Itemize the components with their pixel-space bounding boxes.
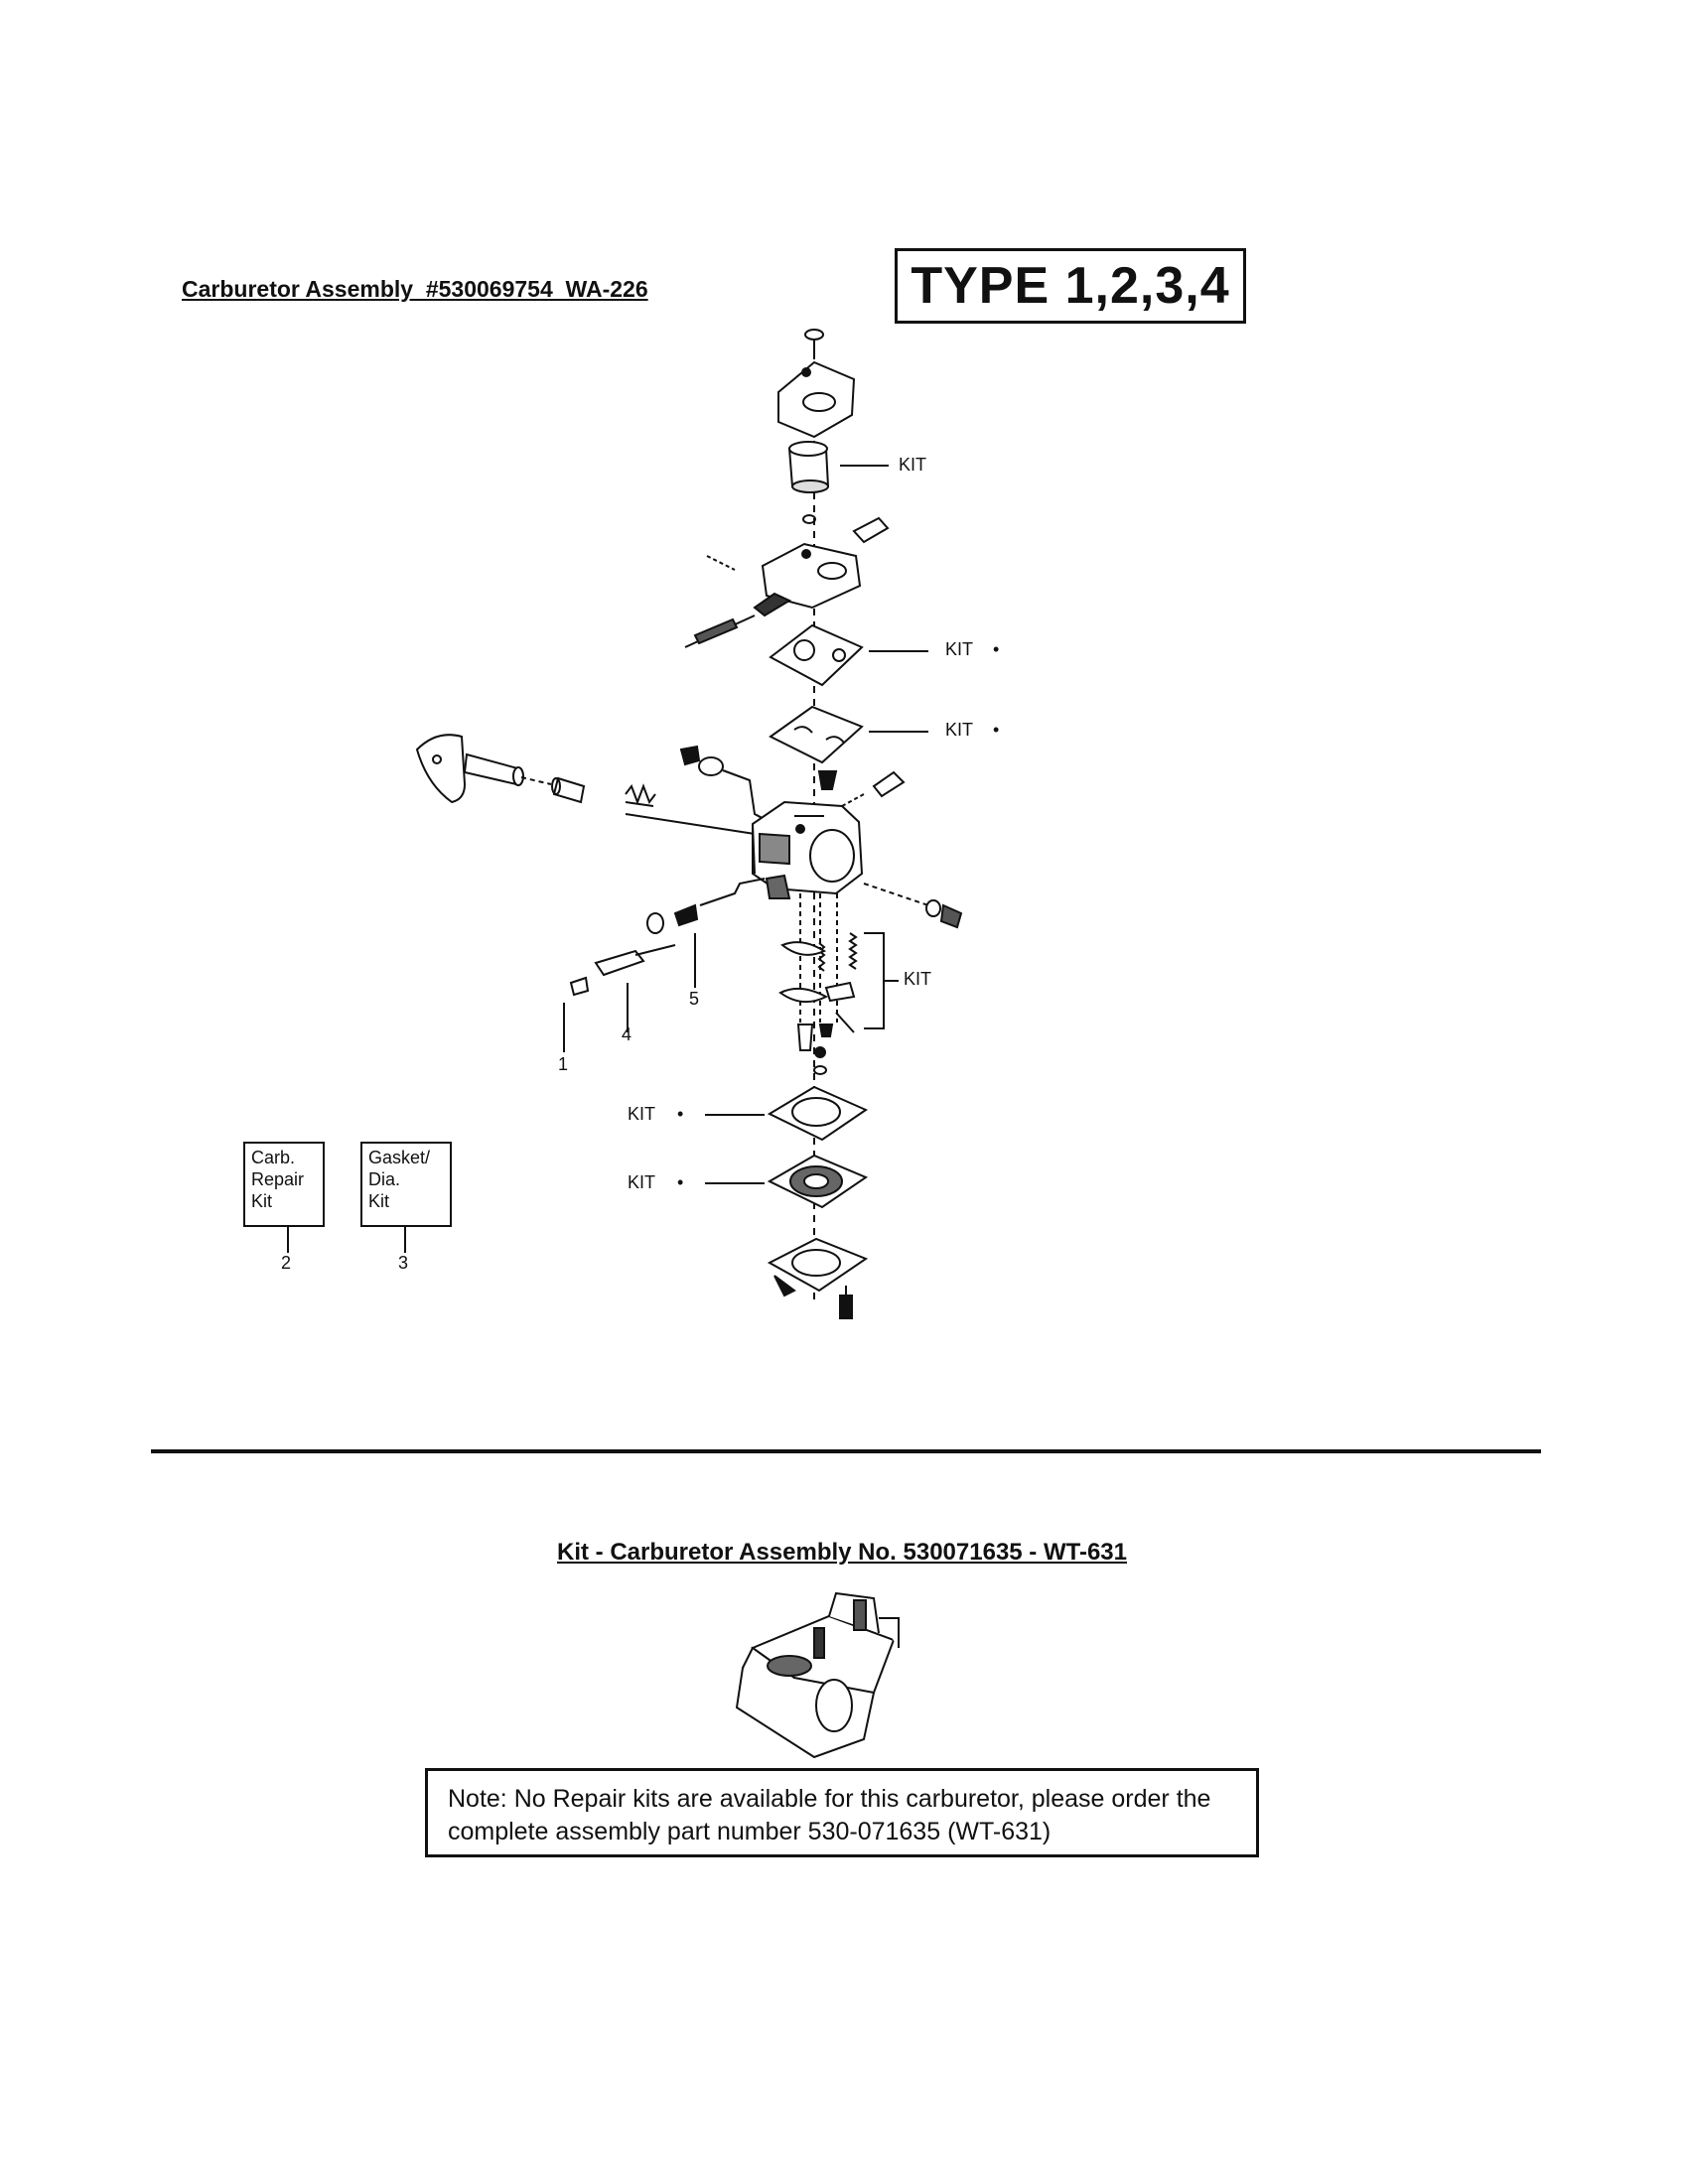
kit-bullet-3: • <box>993 720 1000 740</box>
metering-lever-part <box>778 941 856 1004</box>
part-number-4: 4 <box>622 1024 632 1044</box>
right-screw-part <box>863 883 963 929</box>
note-box: Note: No Repair kits are available for t… <box>425 1768 1259 1857</box>
kit-bullet-5: • <box>677 1104 684 1124</box>
part-number-3: 3 <box>398 1253 409 1273</box>
metering-gasket-part <box>767 1085 869 1142</box>
throttle-valve-part <box>698 756 724 776</box>
carb-repair-kit-line-1: Carb. <box>251 1148 296 1167</box>
bottom-cover-part <box>767 1237 869 1297</box>
idle-needle-part <box>594 944 676 977</box>
kit-assembly-title: Kit - Carburetor Assembly No. 530071635 … <box>557 1539 1127 1566</box>
kit-label-3: KIT <box>945 720 974 740</box>
throttle-spring-part <box>625 783 656 807</box>
throttle-bushing-part <box>551 776 586 804</box>
spring-part <box>673 903 699 927</box>
part-number-1: 1 <box>558 1054 569 1074</box>
pump-diaphragm-part <box>769 705 864 764</box>
note-line-1: Note: No Repair kits are available for t… <box>448 1785 1211 1813</box>
kit-label-4: KIT <box>904 969 932 989</box>
metering-diaphragm-part <box>767 1154 869 1209</box>
idle-screw-part <box>569 976 590 997</box>
bottom-screw-part <box>839 1286 853 1319</box>
lever-screw-part <box>796 1024 814 1051</box>
part-number-2: 2 <box>281 1253 292 1273</box>
kit-label-1: KIT <box>899 455 927 475</box>
throttle-lever-part <box>415 734 524 804</box>
top-cover-part <box>777 360 856 439</box>
fuel-cup-part <box>787 441 830 493</box>
needle-spring-parts <box>799 893 858 1023</box>
gasket-dia-kit-line-2: Dia. <box>368 1169 401 1189</box>
kit-label-2: KIT <box>945 639 974 659</box>
carb-repair-kit-line-3: Kit <box>251 1191 273 1211</box>
plate-screw-part <box>679 745 701 766</box>
note-line-2: complete assembly part number 530-071635… <box>448 1818 1052 1845</box>
kit-bracket <box>864 932 885 1029</box>
pump-gasket-part <box>769 623 864 687</box>
body-top-screw-part <box>817 770 838 790</box>
kit-bullet-6: • <box>677 1172 684 1192</box>
carburetor-body-part <box>752 800 864 899</box>
pump-body-part <box>753 542 862 617</box>
choke-pin-part <box>872 770 906 798</box>
gasket-dia-kit-box: Gasket/ Dia. Kit <box>360 1142 452 1227</box>
assembly-title: Carburetor Assembly #530069754 WA-226 <box>182 276 648 302</box>
section-divider <box>151 1449 1541 1453</box>
carb-repair-kit-box: Carb. Repair Kit <box>243 1142 325 1227</box>
carb-repair-kit-line-2: Repair <box>251 1169 305 1189</box>
washer-part <box>646 912 664 934</box>
needle-screw-part <box>684 614 756 648</box>
pump-pin-part <box>852 516 890 544</box>
type-label: TYPE 1,2,3,4 <box>911 257 1230 315</box>
kit-label-6: KIT <box>628 1172 656 1192</box>
part-number-5: 5 <box>689 989 700 1009</box>
kit-bullet-2: • <box>993 639 1000 659</box>
gasket-dia-kit-line-1: Gasket/ <box>368 1148 431 1167</box>
assembled-carburetor-illustration <box>735 1591 900 1759</box>
type-label-box: TYPE 1,2,3,4 <box>895 248 1246 324</box>
small-ring-part <box>802 514 816 524</box>
gasket-dia-kit-line-3: Kit <box>368 1191 390 1211</box>
kit-label-5: KIT <box>628 1104 656 1124</box>
top-screw-part <box>804 329 824 359</box>
